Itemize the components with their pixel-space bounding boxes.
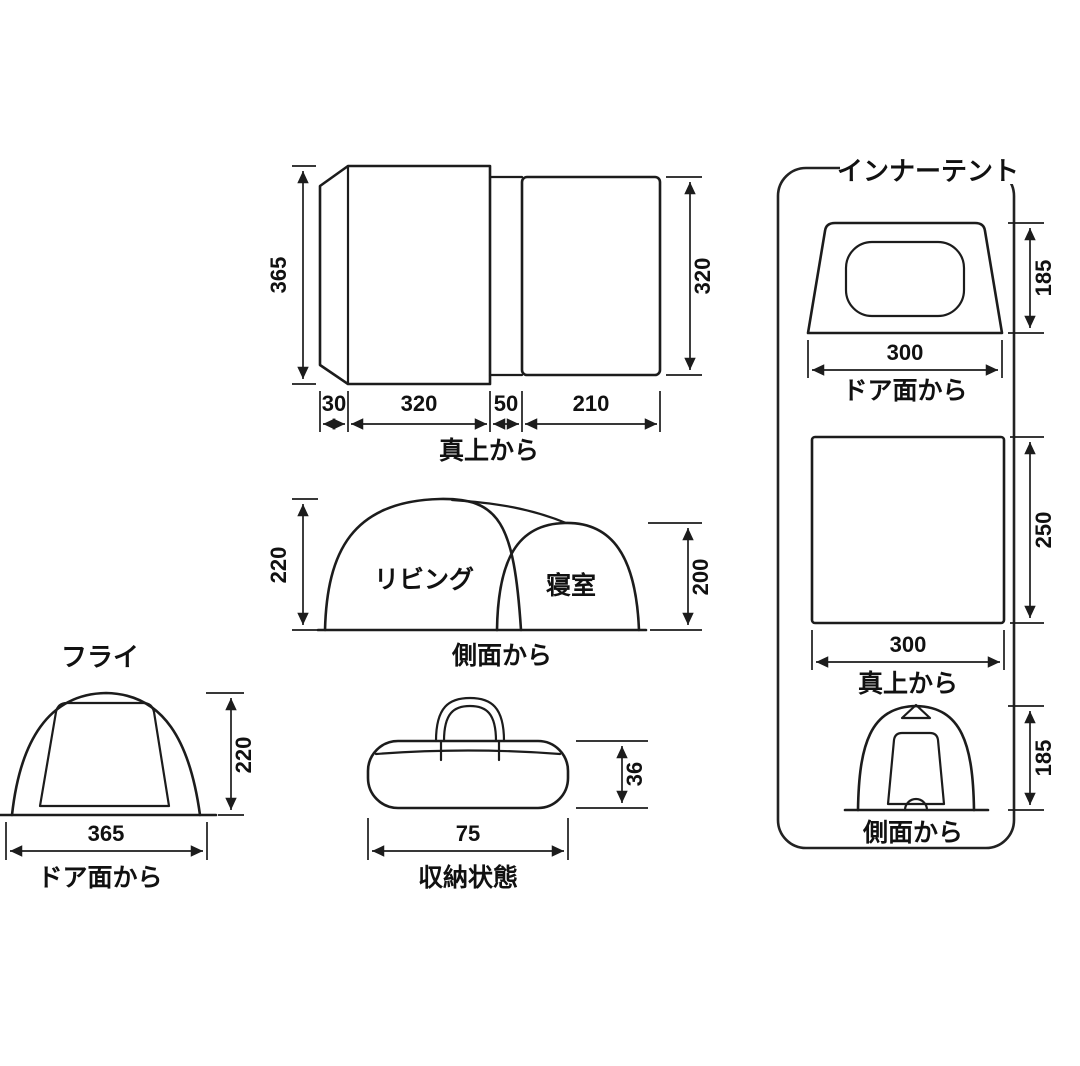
inner-side-vent-triangle bbox=[900, 703, 932, 720]
side-view-dim-left: 220 bbox=[266, 547, 291, 584]
living-dome-outline bbox=[323, 497, 523, 632]
inner-front-dim-width: 300 bbox=[887, 340, 924, 365]
inner-top-caption: 真上から bbox=[858, 670, 958, 698]
inner-tent-top-view: 250 300 真上から bbox=[810, 435, 1056, 698]
top-view-whole-tent: 365 320 30 320 50 210 真上から bbox=[266, 164, 715, 465]
bag-outline bbox=[366, 739, 570, 810]
inner-side-dome-outline bbox=[856, 704, 976, 812]
inner-side-base-arc bbox=[903, 797, 929, 812]
inner-top-outline bbox=[810, 435, 1006, 625]
storage-bag-view: 36 75 収納状態 bbox=[366, 696, 648, 892]
panel-title-mask bbox=[840, 152, 1016, 184]
inner-front-outline bbox=[806, 221, 1004, 335]
side-view-whole-tent: リビング 寝室 220 200 側面から bbox=[266, 497, 713, 670]
fly-front-view: フライ 220 365 ドア面から bbox=[0, 642, 256, 892]
inner-tent-side-view: 185 側面から bbox=[843, 703, 1056, 847]
top-view-caption: 真上から bbox=[439, 437, 539, 465]
bedroom-outline bbox=[520, 175, 662, 377]
side-view-caption: 側面から bbox=[451, 642, 552, 670]
fly-title: フライ bbox=[61, 642, 139, 672]
panel-border bbox=[776, 166, 1016, 850]
side-view-dim-right: 200 bbox=[688, 559, 713, 596]
inner-tent-panel: インナーテント 185 300 ドア面から 250 300 真上 bbox=[776, 152, 1056, 850]
inner-top-dim-width: 300 bbox=[890, 632, 927, 657]
inner-front-caption: ドア面から bbox=[842, 377, 967, 405]
bag-dim-height: 36 bbox=[622, 762, 647, 786]
inner-side-caption: 側面から bbox=[862, 819, 963, 847]
inner-top-dim-depth: 250 bbox=[1031, 512, 1056, 549]
bedroom-label: 寝室 bbox=[546, 571, 596, 600]
inner-tent-title: インナーテント bbox=[837, 156, 1019, 186]
living-area-outline bbox=[318, 164, 492, 386]
inner-side-dim-height: 185 bbox=[1031, 740, 1056, 777]
fly-caption: ドア面から bbox=[37, 864, 162, 892]
inner-front-dim-height: 185 bbox=[1031, 260, 1056, 297]
fly-sweep-line bbox=[450, 498, 568, 525]
bag-dim-width: 75 bbox=[456, 821, 480, 846]
fly-dim-width: 365 bbox=[88, 821, 125, 846]
top-view-dim-left: 365 bbox=[266, 257, 291, 294]
storage-caption: 収納状態 bbox=[418, 863, 518, 892]
fly-dim-height: 220 bbox=[231, 737, 256, 774]
inner-side-door-outline bbox=[886, 731, 946, 806]
top-view-dim-30: 30 bbox=[322, 391, 346, 416]
top-view-dim-320: 320 bbox=[401, 391, 438, 416]
handle-outer-arc bbox=[434, 696, 506, 743]
handle-inner-arc bbox=[442, 704, 498, 743]
top-view-dim-50: 50 bbox=[494, 391, 518, 416]
bag-seam-line bbox=[374, 749, 562, 756]
fly-door-outline bbox=[38, 701, 171, 808]
fly-dome-outline bbox=[10, 691, 202, 817]
inner-tent-front-view: 185 300 ドア面から bbox=[806, 221, 1056, 405]
top-view-dim-right: 320 bbox=[690, 258, 715, 295]
top-view-dim-210: 210 bbox=[573, 391, 610, 416]
living-room-label: リビング bbox=[374, 566, 474, 594]
inner-front-window bbox=[844, 240, 966, 318]
